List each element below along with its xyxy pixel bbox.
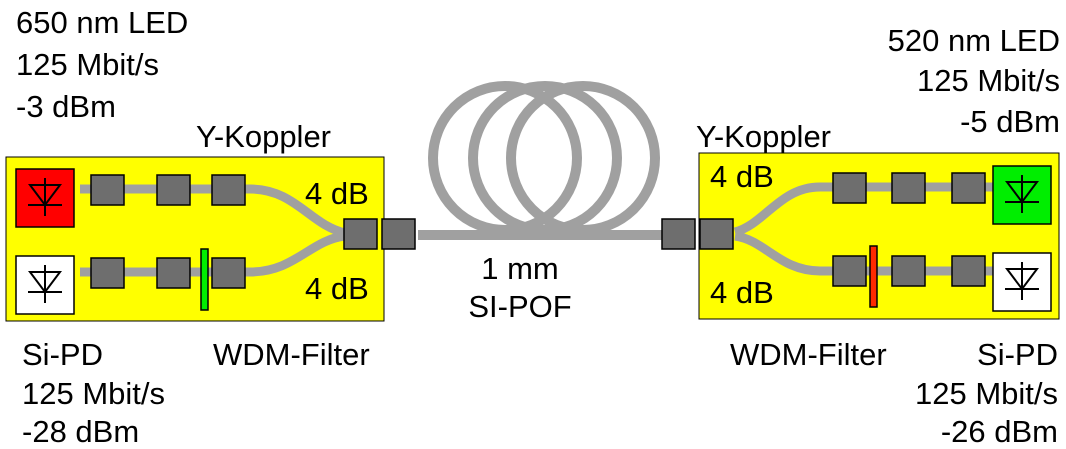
left-wdm-filter [200,248,209,311]
fiber-type-label: SI-POF [468,289,572,324]
right-loss-top: 4 dB [710,159,774,194]
left-loss-top: 4 dB [305,176,369,211]
right-connectors [661,172,986,287]
right-detector-line-3: -26 dBm [940,414,1058,449]
right-detector-line-2: 125 Mbit/s [914,376,1058,411]
fiber-length-label: 1 mm [481,251,559,286]
left-coupler-label: Y-Koppler [196,119,332,154]
right-filter-label: WDM-Filter [730,337,887,372]
right-loss-bottom: 4 dB [710,275,774,310]
right-source-line-3: -5 dBm [960,104,1060,139]
right-coupler-label: Y-Koppler [696,119,832,154]
fiber-coil-icon [428,81,660,235]
left-detector-line-1: Si-PD [22,337,103,372]
left-detector-line-3: -28 dBm [22,414,140,449]
right-source-line-1: 520 nm LED [887,23,1060,58]
left-loss-bottom: 4 dB [305,271,369,306]
right-source-line-2: 125 Mbit/s [916,63,1060,98]
right-wdm-filter [869,245,878,308]
left-source-line-3: -3 dBm [16,89,116,124]
left-source-line-2: 125 Mbit/s [16,47,160,82]
red-led-icon [15,168,75,228]
right-detector-line-1: Si-PD [977,337,1058,372]
left-filter-label: WDM-Filter [213,337,370,372]
left-detector-line-2: 125 Mbit/s [22,376,166,411]
left-source-line-1: 650 nm LED [16,5,189,40]
green-led-icon [992,165,1052,225]
right-photodiode-icon [992,252,1052,312]
left-connectors [90,174,416,289]
left-photodiode-icon [15,255,75,315]
